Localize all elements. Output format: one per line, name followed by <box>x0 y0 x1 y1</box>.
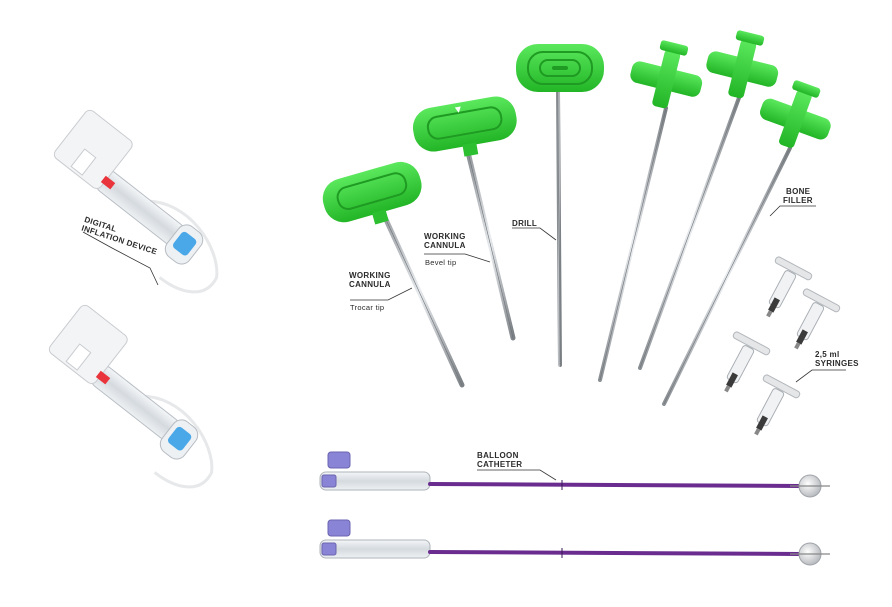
syringe-4 <box>754 374 801 436</box>
label-working-cannula-trocar: WORKING CANNULA <box>349 271 391 289</box>
label-drill: DRILL <box>512 219 538 228</box>
label-syringes: 2,5 ml SYRINGES <box>815 350 859 368</box>
label-line: CATHETER <box>477 460 523 469</box>
working-cannula-trocar <box>322 161 465 388</box>
syringe-1 <box>766 256 813 318</box>
leader-lines <box>82 205 846 481</box>
working-cannula-bevel <box>412 96 517 341</box>
label-bevel-tip: Bevel tip <box>425 258 457 267</box>
inflation-device-bottom <box>48 304 214 489</box>
drill <box>516 44 604 367</box>
balloon-catheter-2 <box>319 519 830 566</box>
syringe-2 <box>794 288 841 350</box>
label-line: BONE <box>786 187 811 196</box>
balloon-catheter-1 <box>319 451 830 498</box>
label-line: WORKING <box>349 271 391 280</box>
label-line: SYRINGES <box>815 359 859 368</box>
label-balloon-catheter: BALLOON CATHETER <box>477 451 522 469</box>
bone-filler <box>662 80 831 406</box>
label-line: FILLER <box>783 196 813 205</box>
syringe-3 <box>724 331 771 393</box>
label-line: CANNULA <box>349 280 391 289</box>
label-trocar-tip: Trocar tip <box>350 303 385 312</box>
label-line: WORKING <box>424 232 466 241</box>
label-bone-filler: BONE FILLER <box>783 187 813 205</box>
label-line: 2,5 ml <box>815 350 840 359</box>
label-working-cannula-bevel: WORKING CANNULA <box>424 232 466 250</box>
stylet-1 <box>598 40 703 382</box>
stylet-2 <box>638 30 779 370</box>
label-line: BALLOON <box>477 451 519 460</box>
inflation-device-top <box>53 109 219 294</box>
label-line: CANNULA <box>424 241 466 250</box>
